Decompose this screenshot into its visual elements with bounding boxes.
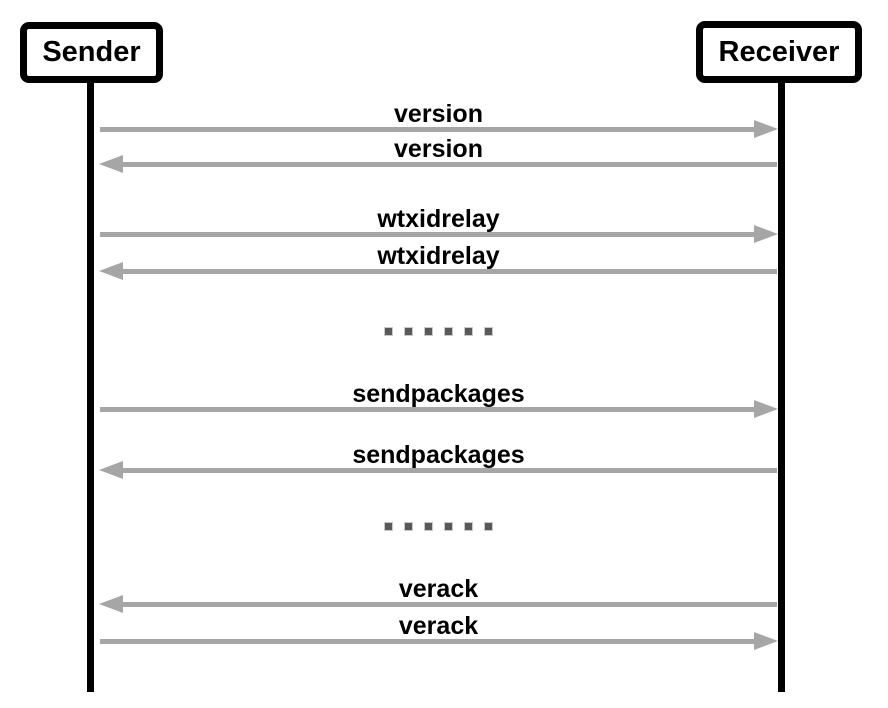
ellipsis-dot	[404, 522, 413, 531]
receiver-lifeline	[778, 80, 785, 692]
arrowhead-left-icon	[99, 461, 123, 479]
message-arrow-verack-2	[100, 632, 778, 650]
ellipsis-row	[100, 327, 777, 336]
ellipsis-dot	[404, 327, 413, 336]
message-label-sendpackages-1: sendpackages	[352, 380, 525, 408]
message-label-verack-2: verack	[398, 612, 479, 640]
ellipsis-dot	[444, 522, 453, 531]
actor-box-sender: Sender	[20, 22, 163, 83]
ellipsis-dot	[384, 327, 393, 336]
message-arrow-verack-1	[99, 595, 777, 613]
message-arrow-version-2	[99, 155, 777, 173]
arrow-shaft	[100, 127, 757, 132]
message-label-sendpackages-2: sendpackages	[352, 441, 525, 469]
arrow-shaft	[100, 407, 757, 412]
ellipsis-dot	[384, 522, 393, 531]
message-arrow-wtxidrelay-1	[100, 225, 778, 243]
ellipsis-dot	[444, 327, 453, 336]
arrowhead-left-icon	[99, 262, 123, 280]
arrowhead-right-icon	[754, 400, 778, 418]
arrow-shaft	[120, 269, 777, 274]
sender-lifeline	[87, 80, 94, 692]
message-label-verack-1: verack	[398, 575, 479, 603]
ellipsis-dot	[424, 522, 433, 531]
arrow-shaft	[120, 162, 777, 167]
message-label-wtxidrelay-2: wtxidrelay	[377, 242, 500, 270]
arrowhead-right-icon	[754, 120, 778, 138]
arrow-shaft	[120, 602, 777, 607]
actor-label-receiver: Receiver	[718, 35, 840, 68]
ellipsis-dot	[464, 327, 473, 336]
arrow-shaft	[100, 232, 757, 237]
ellipsis-dot	[484, 327, 493, 336]
arrow-shaft	[100, 639, 757, 644]
actor-box-receiver: Receiver	[696, 21, 862, 83]
ellipsis-dot	[424, 327, 433, 336]
arrowhead-left-icon	[99, 155, 123, 173]
ellipsis-row	[100, 522, 777, 531]
arrowhead-right-icon	[754, 225, 778, 243]
arrow-shaft	[120, 468, 777, 473]
arrowhead-left-icon	[99, 595, 123, 613]
actor-label-sender: Sender	[42, 36, 141, 68]
message-label-version-1: version	[394, 100, 483, 128]
message-arrow-wtxidrelay-2	[99, 262, 777, 280]
message-label-wtxidrelay-1: wtxidrelay	[377, 205, 500, 233]
message-label-version-2: version	[394, 135, 483, 163]
ellipsis-dot	[464, 522, 473, 531]
arrowhead-right-icon	[754, 632, 778, 650]
ellipsis-dot	[484, 522, 493, 531]
message-arrow-sendpackages-2	[99, 461, 777, 479]
message-arrow-sendpackages-1	[100, 400, 778, 418]
message-arrow-version-1	[100, 120, 778, 138]
